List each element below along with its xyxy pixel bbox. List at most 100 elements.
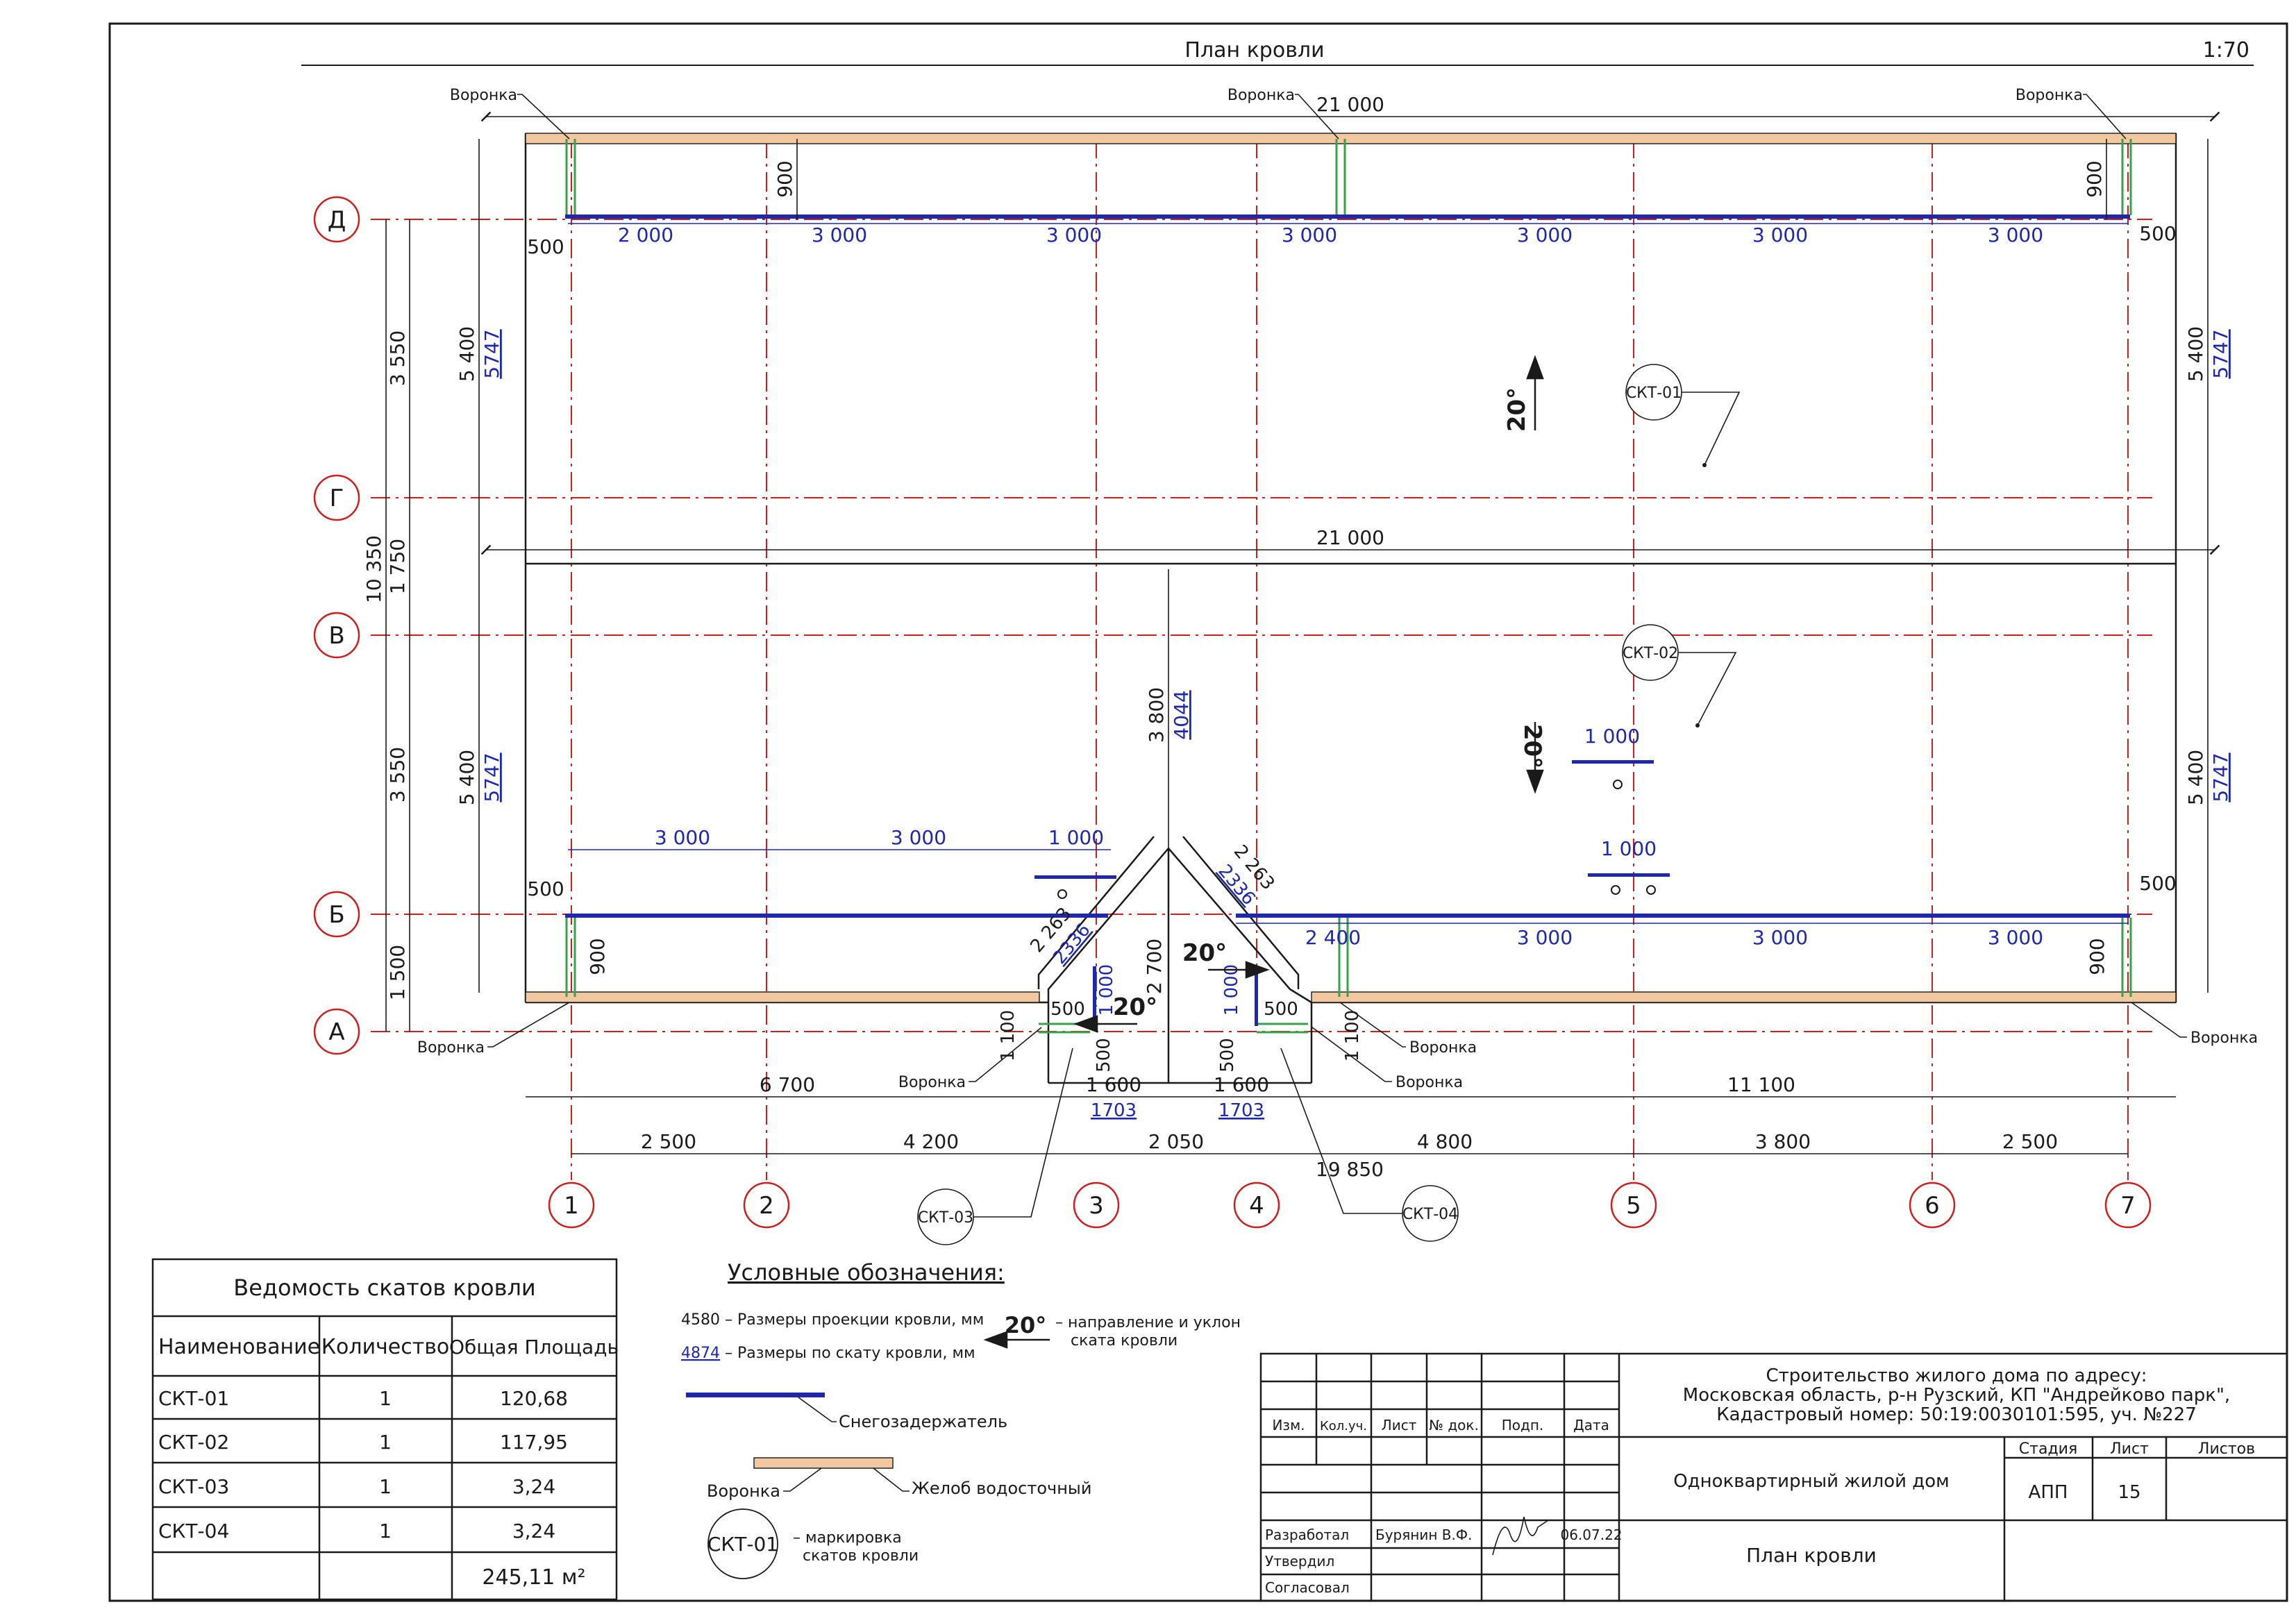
snow-guards xyxy=(565,215,2130,1026)
funnel-label-7: Воронка xyxy=(1396,1074,1463,1091)
axis-label-6: 6 xyxy=(1925,1192,1940,1220)
slope-angle-1: 20° xyxy=(1503,387,1531,432)
legend-snow-symbol xyxy=(686,1393,825,1397)
dim-slope-bot: 5 400 xyxy=(455,750,478,805)
dim-overall-mid: 21 000 xyxy=(1316,526,1384,549)
dim-overall-top: 21 000 xyxy=(1316,93,1384,116)
dim-ridge-real: 4044 xyxy=(1170,690,1193,739)
dim-top-edge-right: 500 xyxy=(2139,222,2176,245)
gutter-bottom-right xyxy=(1311,991,2177,1003)
dim-gable-inner-l: 1 000 xyxy=(1096,964,1117,1016)
dim-left-total: 10 350 xyxy=(362,535,385,603)
dim-slope-top-r: 5 400 xyxy=(2184,326,2207,382)
svg-text:3,24: 3,24 xyxy=(512,1520,555,1542)
dim-slope-bot-real-r: 5747 xyxy=(2209,752,2232,802)
stamp-sheet-header: Лист xyxy=(2110,1440,2149,1458)
dim-bot-gutter-left: 900 xyxy=(586,938,609,975)
legend-title: Условные обозначения: xyxy=(728,1259,1005,1286)
gutters xyxy=(525,133,2177,1003)
dim-gable-500-b: 500 xyxy=(1093,1038,1114,1073)
stamp-address-1: Строительство жилого дома по адресу: xyxy=(1766,1365,2147,1386)
stamp-sheet: 15 xyxy=(2118,1482,2140,1503)
stamp-role-agr: Согласовал xyxy=(1265,1579,1350,1596)
slope-label-skt04: СКТ-04 xyxy=(1402,1206,1458,1223)
svg-text:3 000: 3 000 xyxy=(1046,224,1102,246)
svg-text:3 800: 3 800 xyxy=(1755,1130,1811,1153)
dim-gable-500-c: 500 xyxy=(1264,999,1298,1020)
svg-text:4 200: 4 200 xyxy=(903,1130,959,1153)
dim-axis-chain: 2 500 4 200 2 050 4 800 3 800 2 500 xyxy=(641,1130,2058,1153)
svg-text:3 000: 3 000 xyxy=(1282,224,1337,246)
stamp-date: 06.07.22 xyxy=(1560,1527,1622,1543)
legend-mark-value: СКТ-01 xyxy=(707,1533,778,1556)
svg-text:2 500: 2 500 xyxy=(641,1130,696,1153)
axis-label-v: В xyxy=(328,622,344,650)
svg-text:1 600: 1 600 xyxy=(1214,1073,1269,1096)
stamp-sheets-header: Листов xyxy=(2198,1440,2255,1458)
slope-angle-3: 20° xyxy=(1113,993,1157,1021)
svg-text:2 400: 2 400 xyxy=(1305,926,1361,949)
axis-bubble-v xyxy=(313,612,360,659)
snow-guard-top xyxy=(565,215,2130,219)
stamp-address-2: Московская область, р-н Рузский, КП "Анд… xyxy=(1683,1385,2230,1406)
slope-schedule xyxy=(151,1258,618,1601)
schedule-header-qty: Количество xyxy=(321,1335,450,1359)
axis-bubble-b xyxy=(313,891,360,938)
dim-gable-500-d: 500 xyxy=(1217,1038,1238,1073)
table-row: СКТ-02 xyxy=(158,1431,229,1454)
funnel-label-3: Воронка xyxy=(2016,87,2083,104)
svg-text:3,24: 3,24 xyxy=(512,1475,555,1498)
svg-text:3 000: 3 000 xyxy=(1752,224,1808,246)
axis-bubble-d xyxy=(313,196,360,243)
snow-guard-mid-b xyxy=(1588,873,1670,877)
axis-bubble-6 xyxy=(1909,1181,1956,1229)
axis-label-2: 2 xyxy=(759,1192,774,1220)
table-row: СКТ-03 xyxy=(158,1475,229,1498)
legend-funnel-leader xyxy=(783,1468,822,1492)
axis-bubble-7 xyxy=(2104,1181,2152,1229)
dim-left-chain: 3 550 1 750 3 550 1 500 xyxy=(386,330,409,1000)
schedule-rows: СКТ-01 1 120,68 СКТ-02 1 117,95 СКТ-03 1… xyxy=(158,1387,568,1542)
stamp-role-app: Утвердил xyxy=(1265,1553,1334,1570)
slope-label-skt01: СКТ-01 xyxy=(1626,385,1682,402)
axis-numbers: 1 2 3 4 5 6 7 xyxy=(548,1181,2152,1229)
legend-proj-value: 4580 xyxy=(681,1311,720,1329)
svg-text:3 550: 3 550 xyxy=(386,747,409,802)
drawing-scale: 1:70 xyxy=(2203,38,2249,62)
axis-bubble-5 xyxy=(1610,1181,1657,1229)
svg-text:1: 1 xyxy=(379,1431,392,1454)
page-title: План кровли xyxy=(1184,38,1324,62)
dim-top-gutter: 900 xyxy=(773,160,796,197)
svg-text:1 000: 1 000 xyxy=(1048,826,1104,849)
table-row: СКТ-04 xyxy=(158,1520,229,1542)
schedule-total: 245,11 м² xyxy=(482,1565,585,1590)
svg-text:1703: 1703 xyxy=(1091,1100,1137,1121)
svg-text:1 600: 1 600 xyxy=(1086,1073,1141,1096)
dim-snow-bot-right: 2 400 3 000 3 000 3 000 xyxy=(1305,926,2043,949)
stamp-address-3: Кадастровый номер: 50:19:0030101:595, уч… xyxy=(1716,1404,2197,1425)
legend-real-text: – Размеры по скату кровли, мм xyxy=(725,1345,975,1362)
svg-text:117,95: 117,95 xyxy=(500,1431,568,1454)
axis-label-g: Г xyxy=(330,485,344,512)
signature xyxy=(1492,1516,1549,1556)
stamp-stage-header: Стадия xyxy=(2019,1440,2077,1458)
legend-gutter-text: Желоб водосточный xyxy=(912,1479,1091,1498)
funnel-label-8: Воронка xyxy=(2190,1029,2258,1047)
slope-label-skt02: СКТ-02 xyxy=(1623,645,1678,662)
snow-guard-bottom-left xyxy=(565,914,1108,918)
svg-text:3 550: 3 550 xyxy=(386,330,409,386)
dim-gable-1100-l: 1 100 xyxy=(998,1010,1019,1061)
dim-slope-top-real: 5747 xyxy=(480,329,503,378)
dim-ridge: 3 800 xyxy=(1145,687,1168,743)
stamp-sheet-title: План кровли xyxy=(1746,1544,1877,1567)
snow-guard-gable-l xyxy=(1093,966,1096,1026)
legend-angle-value: 20° xyxy=(1005,1312,1047,1338)
legend-proj-text: – Размеры проекции кровли, мм xyxy=(725,1311,984,1329)
dim-top-edge-left: 500 xyxy=(527,235,564,258)
slope-marks xyxy=(917,364,1682,1245)
axis-letters: Д Г В Б А xyxy=(313,196,360,1055)
snow-guard-bottom-right xyxy=(1236,914,2130,918)
slope-label-skt03: СКТ-03 xyxy=(918,1209,973,1227)
dim-bot-edge-right: 500 xyxy=(2139,872,2176,895)
svg-text:1: 1 xyxy=(379,1475,392,1498)
